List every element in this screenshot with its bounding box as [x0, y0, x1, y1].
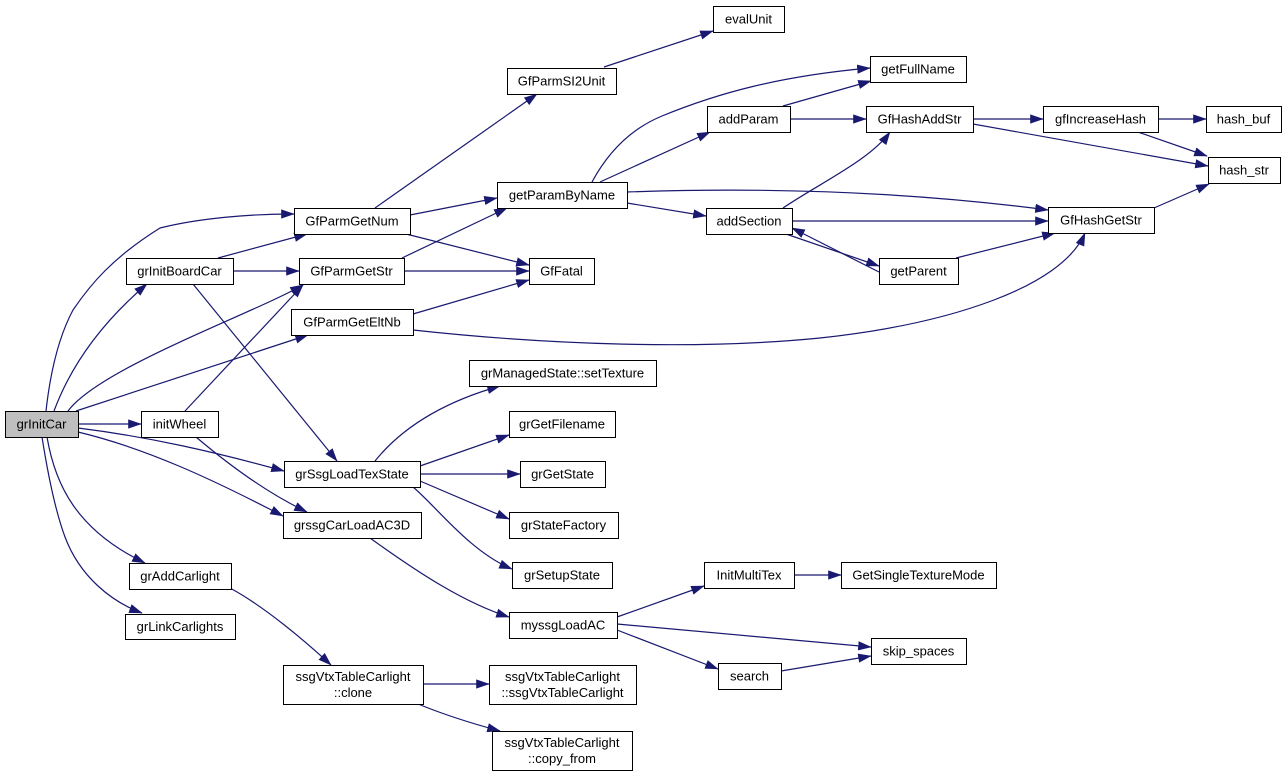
- svg-text:grManagedState::setTexture: grManagedState::setTexture: [481, 366, 644, 381]
- svg-text:ssgVtxTableCarlight: ssgVtxTableCarlight: [505, 735, 620, 750]
- svg-text:ssgVtxTableCarlight: ssgVtxTableCarlight: [296, 669, 411, 684]
- svg-text:hash_buf: hash_buf: [1217, 112, 1271, 127]
- svg-text:hash_str: hash_str: [1219, 163, 1270, 178]
- svg-text:grssgCarLoadAC3D: grssgCarLoadAC3D: [294, 518, 410, 533]
- svg-text:grLinkCarlights: grLinkCarlights: [137, 619, 224, 634]
- svg-text:grGetFilename: grGetFilename: [519, 417, 605, 432]
- svg-text:GfParmSI2Unit: GfParmSI2Unit: [518, 74, 606, 89]
- svg-text:getParamByName: getParamByName: [509, 188, 615, 203]
- svg-text:addParam: addParam: [719, 112, 779, 127]
- svg-text:grGetState: grGetState: [531, 467, 594, 482]
- svg-text:initWheel: initWheel: [153, 417, 207, 432]
- svg-text:GfHashGetStr: GfHashGetStr: [1060, 213, 1142, 228]
- svg-text:evalUnit: evalUnit: [725, 12, 772, 27]
- svg-text:GfParmGetNum: GfParmGetNum: [305, 214, 398, 229]
- svg-text:GetSingleTextureMode: GetSingleTextureMode: [852, 568, 984, 583]
- svg-text:grInitCar: grInitCar: [17, 417, 68, 432]
- svg-text:myssgLoadAC: myssgLoadAC: [521, 618, 606, 633]
- svg-text:GfParmGetEltNb: GfParmGetEltNb: [303, 315, 401, 330]
- svg-text:grInitBoardCar: grInitBoardCar: [137, 264, 222, 279]
- svg-text:ssgVtxTableCarlight: ssgVtxTableCarlight: [505, 669, 620, 684]
- svg-text:skip_spaces: skip_spaces: [883, 644, 955, 659]
- svg-text:::ssgVtxTableCarlight: ::ssgVtxTableCarlight: [501, 685, 623, 700]
- svg-text:getFullName: getFullName: [881, 62, 955, 77]
- svg-text:GfFatal: GfFatal: [540, 264, 583, 279]
- svg-text:grSetupState: grSetupState: [524, 568, 600, 583]
- svg-text:InitMultiTex: InitMultiTex: [716, 568, 782, 583]
- svg-text:grAddCarlight: grAddCarlight: [140, 569, 220, 584]
- svg-text:::copy_from: ::copy_from: [528, 751, 596, 766]
- svg-text:search: search: [730, 669, 769, 684]
- svg-text:GfParmGetStr: GfParmGetStr: [310, 264, 393, 279]
- svg-text:grStateFactory: grStateFactory: [521, 518, 607, 533]
- svg-text:gfIncreaseHash: gfIncreaseHash: [1055, 112, 1146, 127]
- svg-text:grSsgLoadTexState: grSsgLoadTexState: [295, 467, 408, 482]
- svg-text:addSection: addSection: [716, 214, 781, 229]
- svg-text:getParent: getParent: [890, 264, 947, 279]
- svg-text:GfHashAddStr: GfHashAddStr: [878, 112, 962, 127]
- svg-text:::clone: ::clone: [334, 685, 372, 700]
